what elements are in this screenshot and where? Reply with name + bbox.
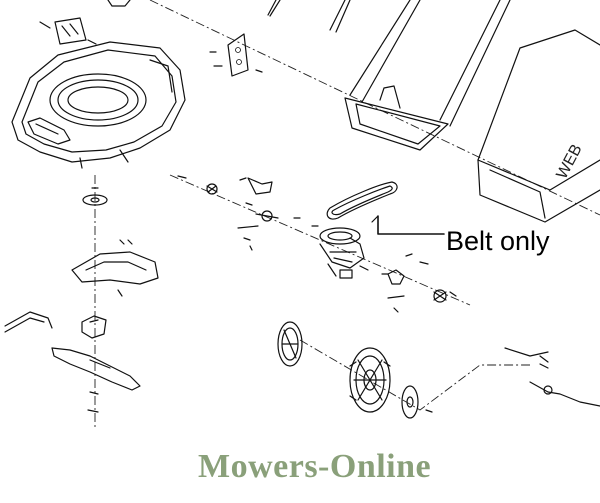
drive-belt — [326, 181, 398, 223]
top-bracket-part — [39, 17, 97, 45]
wheel — [349, 347, 391, 413]
wheel-cap — [401, 385, 433, 419]
blade-adapter-parts — [82, 187, 133, 245]
grass-bag-text: WEB — [554, 142, 586, 182]
axis-line-drive — [169, 174, 471, 306]
grass-bag: WEB — [477, 29, 600, 223]
hubcap-disc — [277, 321, 303, 367]
drive-cable-lever — [504, 347, 600, 407]
drive-axle-parts — [177, 175, 319, 251]
callout-leader — [377, 215, 445, 235]
cutting-blade — [51, 347, 141, 413]
handle-bars — [267, 0, 351, 33]
right-drive-parts — [381, 253, 457, 313]
grass-catcher-frame — [344, 0, 511, 151]
height-bracket — [209, 33, 263, 77]
top-clip-part — [107, 0, 131, 7]
belt-callout-label: Belt only — [446, 226, 550, 256]
lower-handle — [4, 311, 53, 333]
gearbox — [319, 227, 369, 279]
brand-watermark: Mowers-Online — [198, 448, 432, 485]
mower-deck — [11, 41, 186, 169]
blade-holder — [81, 315, 107, 339]
axis-line-wheel — [299, 339, 530, 411]
blade-mount — [71, 251, 159, 297]
